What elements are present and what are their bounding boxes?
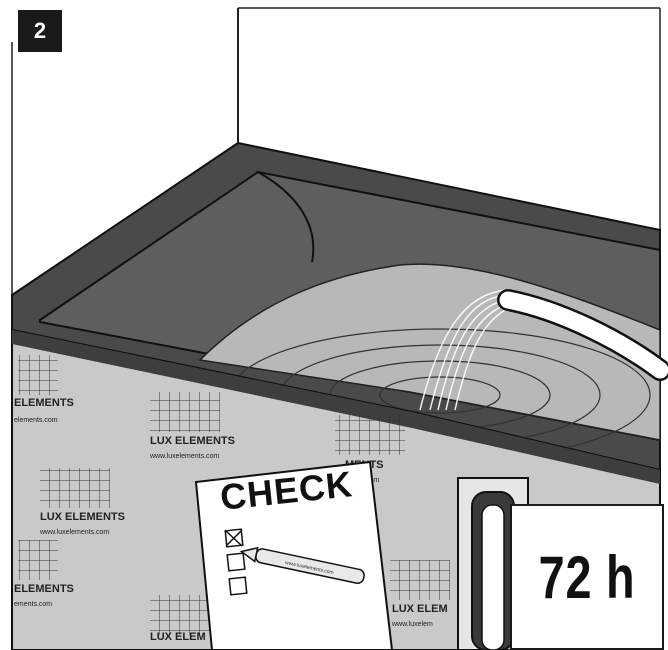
board-url-4: www.luxelements.com	[39, 529, 109, 536]
board-brand-5: ELEMENTS	[14, 583, 74, 595]
board-brand-7: LUX ELEM	[392, 603, 448, 615]
duration-box: 72 h	[510, 504, 664, 650]
board-url-1: elements.com	[14, 417, 58, 424]
board-brand-6: LUX ELEM	[150, 631, 206, 643]
board-brand-4: LUX ELEMENTS	[40, 511, 125, 523]
board-url-2: www.luxelements.com	[149, 453, 219, 460]
board-brand-2: LUX ELEMENTS	[150, 435, 235, 447]
checkbox-empty-1	[227, 553, 245, 571]
board-url-5: ements.com	[14, 601, 52, 608]
drain-pipe-inner	[482, 505, 504, 650]
board-url-7: www.luxelem	[391, 621, 433, 628]
board-brand-1: ELEMENTS	[14, 397, 74, 409]
checkbox-empty-2	[229, 577, 247, 595]
duration-label: 72 h	[539, 543, 636, 612]
step-number-badge: 2	[18, 10, 62, 52]
